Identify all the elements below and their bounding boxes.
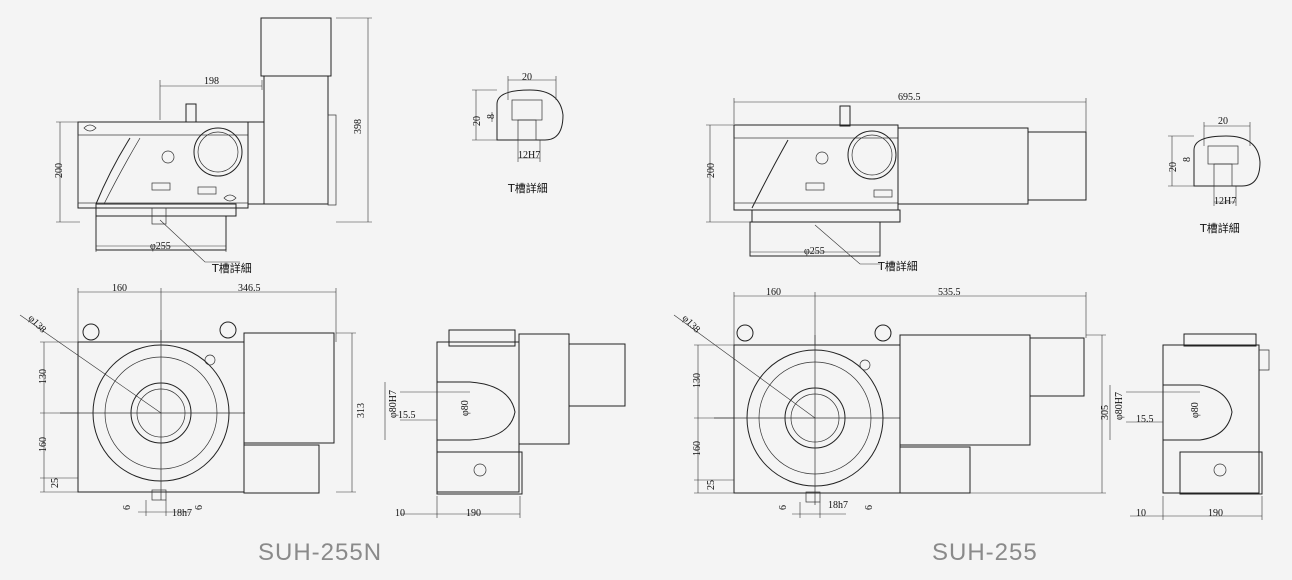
dim-200: 200 [54,163,65,178]
left-side-view: φ80H7 15.5 φ80 10 190 [384,329,626,519]
dim-6b: 6 [194,505,205,510]
tslot-w20: 20 [522,72,532,83]
model-right: SUH-255 [932,539,1038,566]
dim-190-right: 190 [1208,508,1223,519]
dim-phi80-right: φ80 [1190,402,1201,418]
tslot-12h7-right: 12H7 [1214,196,1236,207]
dim-6a: 6 [122,505,133,510]
dim-200-right: 200 [706,163,717,178]
dim-160v: 160 [38,437,49,452]
right-top-view: 695.5 200 φ255 T槽詳細 [706,92,1087,273]
tslot-h8-right: 8 [1182,157,1193,162]
tslot-h20: 20 [472,116,483,126]
dim-10: 10 [395,508,405,519]
dim-phi138-right: φ138 [680,313,702,335]
dim-phi255-right: φ255 [804,246,825,257]
right-tslot-detail: 20 20 8 12H7 T槽詳細 [1168,116,1261,235]
dim-15-5: 15.5 [398,410,416,421]
right-side-view: φ80H7 15.5 φ80 10 190 [1109,333,1270,520]
tslot-title-right: T槽詳細 [1199,221,1240,235]
tslot-12h7: 12H7 [518,150,540,161]
left-tslot-detail: 20 20 8 12H7 T槽詳細 [472,72,564,195]
dim-198: 198 [204,76,219,87]
dim-130-right: 130 [692,373,703,388]
dim-190: 190 [466,508,481,519]
dim-6b-right: 6 [864,505,875,510]
dim-313: 313 [356,403,367,418]
left-front-view: 160 346.5 φ138 130 160 25 6 6 18h7 313 [19,283,367,519]
dim-phi255: φ255 [150,241,171,252]
tslot-h20-right: 20 [1168,162,1179,172]
dim-160-right: 160 [766,287,781,298]
dim-130: 130 [38,369,49,384]
dim-535-5: 535.5 [938,287,961,298]
dim-phi80: φ80 [460,400,471,416]
t-slot-detail-label: T槽詳細 [211,261,252,275]
tslot-w20-right: 20 [1218,116,1228,127]
dim-10-right: 10 [1136,508,1146,519]
dim-160: 160 [112,283,127,294]
dim-305: 305 [1100,405,1111,420]
dim-15-5-right: 15.5 [1136,414,1154,425]
tslot-title: T槽詳細 [507,181,548,195]
dim-25: 25 [50,478,61,488]
dim-18h7-right: 18h7 [828,500,848,511]
t-slot-detail-label-right: T槽詳細 [877,259,918,273]
dim-phi80h7-right: φ80H7 [1114,392,1125,420]
right-front-view: 160 535.5 φ138 130 160 25 6 6 18h7 305 [673,287,1111,518]
dim-695-5: 695.5 [898,92,921,103]
dim-160v-right: 160 [692,441,703,456]
dim-phi80h7: φ80H7 [388,390,399,418]
dim-6a-right: 6 [778,505,789,510]
dim-398: 398 [353,119,364,134]
dim-346-5: 346.5 [238,283,261,294]
dim-25-right: 25 [706,480,717,490]
tslot-h8: 8 [486,114,497,119]
model-left: SUH-255N [258,539,382,566]
dim-18h7: 18h7 [172,508,192,519]
left-top-view: 198 398 200 φ255 T槽詳細 [54,17,372,275]
